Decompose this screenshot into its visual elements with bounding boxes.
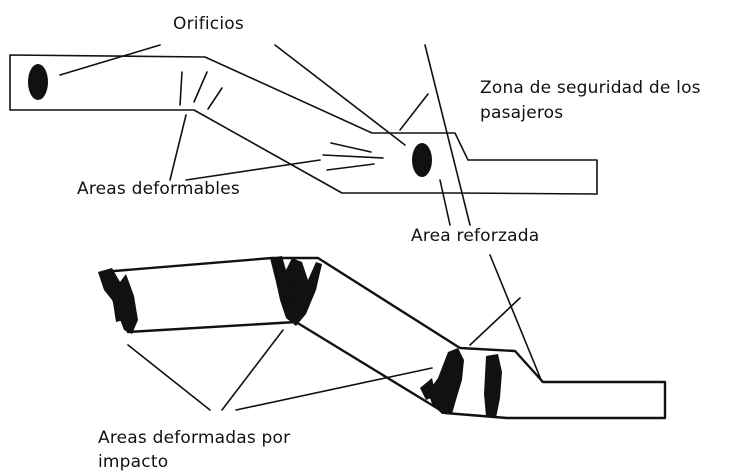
impact-deformation-front: [98, 268, 138, 334]
label-areas-deformables: Areas deformables: [77, 179, 240, 199]
top-rail: [9, 54, 598, 195]
label-areas-deformadas-line1: Areas deformadas por: [98, 428, 291, 448]
leader-lines-top: [59, 44, 451, 226]
rear-hole: [412, 143, 432, 177]
label-areas-deformadas-line2: impacto: [98, 452, 169, 472]
label-zona-seguridad-line2: pasajeros: [480, 103, 564, 123]
front-hole: [28, 64, 48, 100]
bottom-rail-outline: [100, 256, 667, 420]
label-zona-seguridad-line1: Zona de seguridad de los: [480, 78, 701, 98]
label-orificios: Orificios: [173, 14, 244, 34]
bottom-rail: [100, 256, 667, 420]
label-area-reforzada: Area reforzada: [411, 226, 540, 246]
top-rail-outline-upper: [9, 54, 598, 195]
impact-deformation-rear: [420, 348, 502, 418]
safety-zone-lines-bottom: [469, 254, 543, 383]
impact-deformation-middle: [270, 256, 322, 326]
deformable-hatch-top: [179, 71, 384, 171]
leader-lines-bottom: [127, 329, 433, 411]
safety-zone-lines: [399, 44, 471, 226]
